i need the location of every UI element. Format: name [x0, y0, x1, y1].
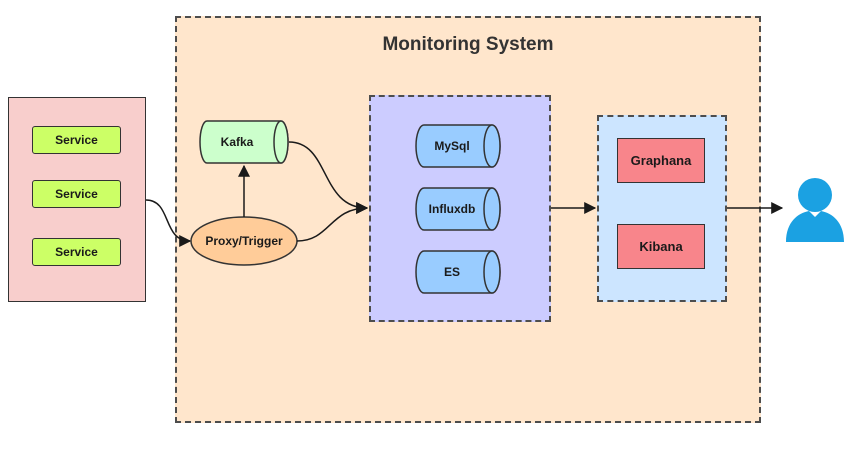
proxy-trigger-ellipse[interactable] — [190, 216, 298, 266]
proxy-to-storage-arrow — [296, 202, 369, 242]
user-icon — [786, 178, 844, 242]
kafka-to-storage-arrow — [288, 141, 369, 214]
mysql-cylinder[interactable] — [415, 124, 501, 168]
kibana-node[interactable]: Kibana — [617, 224, 705, 269]
service-node-2[interactable]: Service — [32, 180, 121, 208]
influxdb-cylinder[interactable] — [415, 187, 501, 231]
service-node-3[interactable]: Service — [32, 238, 121, 266]
services-to-proxy-arrow — [145, 199, 192, 247]
kafka-cylinder[interactable] — [199, 120, 289, 164]
es-cylinder[interactable] — [415, 250, 501, 294]
graphana-node[interactable]: Graphana — [617, 138, 705, 183]
diagram-title: Monitoring System — [382, 34, 554, 55]
service-node-1[interactable]: Service — [32, 126, 121, 154]
